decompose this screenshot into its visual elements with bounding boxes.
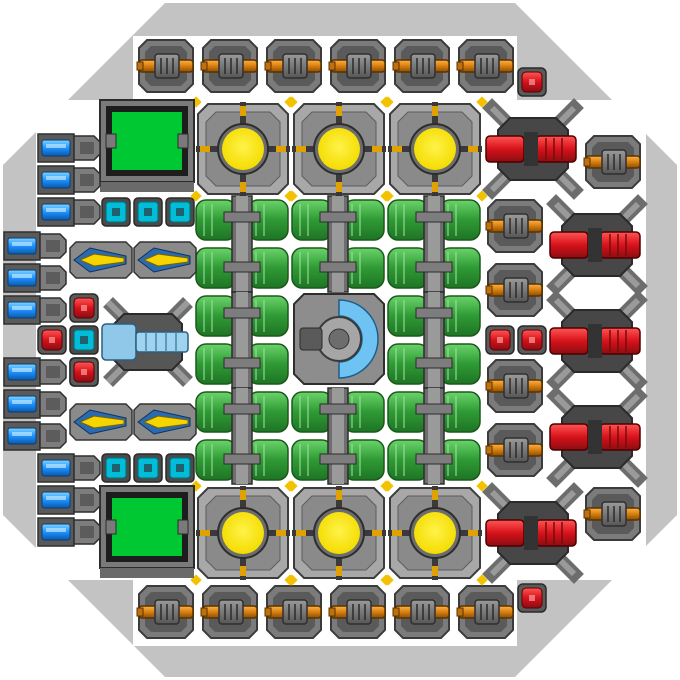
thruster-icon [37, 485, 101, 515]
orange-gun-icon [485, 263, 543, 317]
small-red-block-icon [69, 293, 99, 323]
right-heavy-guns [482, 98, 648, 584]
reactor-light [414, 512, 456, 554]
small-red-block-icon [485, 325, 515, 355]
orange-gun-icon [200, 585, 258, 639]
pipe-tank-icon [195, 291, 289, 389]
blade-gun-icon [133, 241, 197, 279]
blue-cannon-icon [101, 297, 193, 387]
orange-gun-icon [485, 359, 543, 413]
thruster-icon [37, 453, 101, 483]
orange-gun-icon [328, 39, 386, 93]
shield-cells [69, 197, 195, 483]
reactor-light [318, 128, 360, 170]
shield-cell-icon [101, 453, 131, 483]
reactor-icon [382, 96, 488, 202]
thruster-icon [3, 295, 67, 325]
orange-gun-icon [264, 39, 322, 93]
small-red-block-icon [517, 325, 547, 355]
reactor-icon [286, 96, 392, 202]
reactor-icon [190, 480, 296, 586]
pipe-network [195, 195, 481, 485]
reactor-icon [190, 96, 296, 202]
top-reactor-row [190, 96, 488, 202]
orange-gun-icon [392, 39, 450, 93]
core-block [293, 293, 385, 385]
orange-gun-icon [136, 39, 194, 93]
pipe-tank-icon [387, 387, 481, 485]
thruster-icon [37, 517, 101, 547]
red-cannon-icon [546, 194, 648, 296]
pipe-tank-icon [195, 387, 289, 485]
thruster-icon [37, 165, 101, 195]
thruster-icon [37, 133, 101, 163]
reactor-light [318, 512, 360, 554]
reactor-light [222, 128, 264, 170]
red-cannon-icon [482, 482, 584, 584]
storage-icon [99, 99, 195, 192]
blade-gun-icon [133, 403, 197, 441]
thruster-icon [37, 197, 101, 227]
thruster-icon [3, 389, 67, 419]
pipe-tank-icon [387, 195, 481, 293]
orange-gun-icon [136, 585, 194, 639]
reactor-icon [382, 480, 488, 586]
left-weapons [69, 241, 197, 441]
orange-gun-icon [456, 585, 514, 639]
shield-cell-icon [133, 453, 163, 483]
left-thrusters [3, 133, 101, 547]
small-red-block-icon [517, 583, 547, 613]
small-red-blocks [37, 67, 547, 613]
small-red-block-icon [69, 357, 99, 387]
orange-gun-icon [392, 585, 450, 639]
shield-cell-icon [133, 197, 163, 227]
bottom-reactor-row [190, 480, 488, 586]
blade-gun-icon [69, 241, 133, 279]
orange-gun-icon [583, 135, 641, 189]
thruster-icon [3, 421, 67, 451]
shield-cell-icon [165, 197, 195, 227]
orange-gun-icon [583, 487, 641, 541]
bottom-gun-row [136, 585, 514, 639]
pipe-tank-icon [291, 387, 385, 485]
blade-gun-icon [69, 403, 133, 441]
small-red-block-icon [37, 325, 67, 355]
right-turrets [485, 135, 641, 541]
thruster-icon [3, 357, 67, 387]
orange-gun-icon [485, 423, 543, 477]
shield-cell-icon [101, 197, 131, 227]
reactor-light [222, 512, 264, 554]
pipe-tank-icon [387, 291, 481, 389]
red-cannon-icon [546, 386, 648, 488]
orange-gun-icon [328, 585, 386, 639]
red-cannon-icon [546, 290, 648, 392]
thruster-icon [3, 263, 67, 293]
shield-cell-icon [165, 453, 195, 483]
storage-blocks [99, 99, 195, 578]
small-red-block-icon [517, 67, 547, 97]
orange-gun-icon [264, 585, 322, 639]
reactor-light [414, 128, 456, 170]
shield-cell-icon [69, 325, 99, 355]
red-cannon-icon [482, 98, 584, 200]
top-gun-row [136, 39, 514, 93]
pipe-tank-icon [291, 195, 385, 293]
orange-gun-icon [485, 199, 543, 253]
orange-gun-icon [456, 39, 514, 93]
core-icon [293, 293, 385, 385]
thruster-icon [3, 231, 67, 261]
reactor-icon [286, 480, 392, 586]
storage-icon [99, 485, 195, 578]
orange-gun-icon [200, 39, 258, 93]
